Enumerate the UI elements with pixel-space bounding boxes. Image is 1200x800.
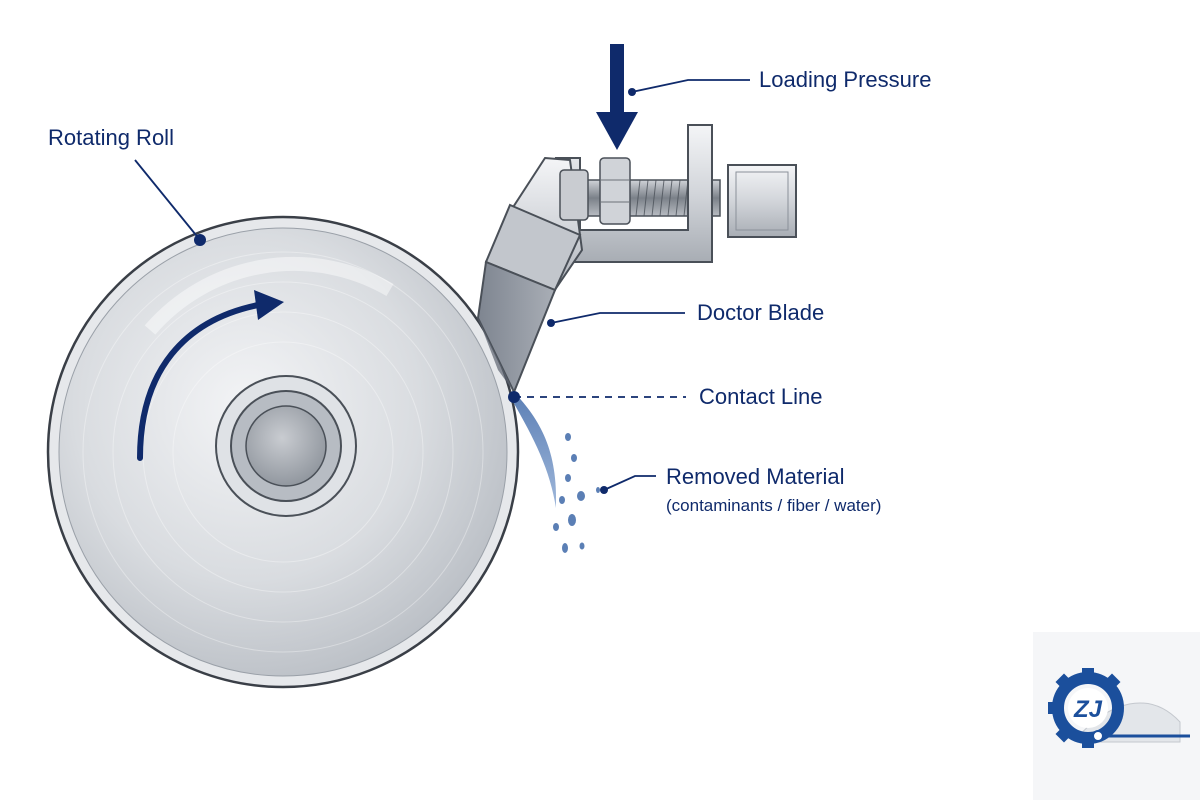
- removed-material-droplets: [512, 392, 600, 553]
- logo-text: ZJ: [1073, 696, 1103, 723]
- leader-rotating-roll: [134, 159, 206, 246]
- label-removed-material: Removed Material: [666, 464, 845, 489]
- label-rotating-roll: Rotating Roll: [48, 125, 174, 150]
- label-contact-line: Contact Line: [699, 384, 823, 409]
- roll-hub: [215, 375, 357, 517]
- leader-doctor-blade: [547, 312, 685, 327]
- leader-removed-material: [600, 475, 656, 494]
- label-loading-pressure: Loading Pressure: [759, 67, 932, 92]
- loading-pressure-arrow-icon: [596, 44, 638, 150]
- label-doctor-blade: Doctor Blade: [697, 300, 825, 325]
- leader-loading-pressure: [628, 79, 750, 96]
- zj-gear-logo-icon: ZJ: [1033, 632, 1200, 800]
- rotation-arrow-icon: [137, 290, 284, 461]
- leader-contact-line: [508, 391, 686, 403]
- label-removed-material-detail: (contaminants / fiber / water): [666, 496, 882, 515]
- doctor-blade-holder: [484, 124, 797, 303]
